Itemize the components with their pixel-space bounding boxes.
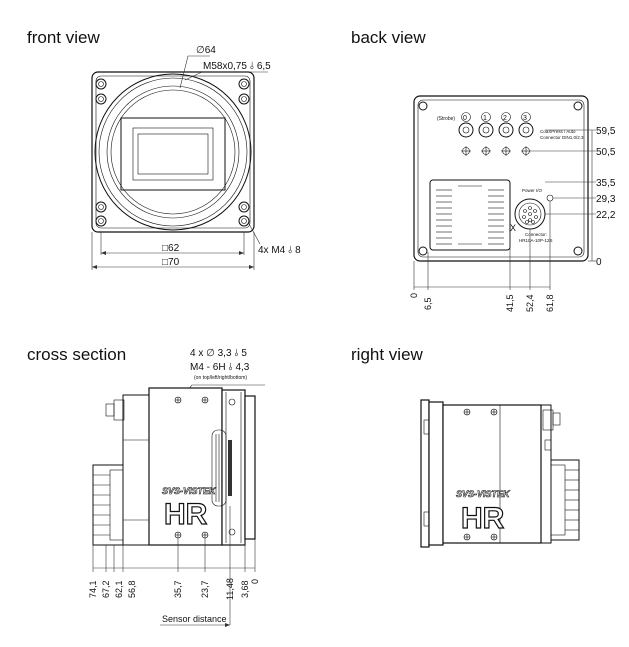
cross-bottom-dim-4: 35,7 (173, 580, 183, 598)
back-connector-1 (478, 122, 494, 138)
right-view-drawing: SVS-VISTEK HR (420, 399, 580, 548)
cross-mount (244, 395, 256, 540)
cross-holes-line-2: M4 - 6H ⫰ 4,3 (190, 362, 250, 373)
front-screw-bottom-left-2 (95, 215, 107, 227)
back-bottom-dim-4: 61,8 (545, 294, 555, 312)
back-bottom-dim-3: 52,4 (525, 294, 535, 312)
cross-section-title: cross section (27, 345, 127, 364)
back-bottom-dim-2: 41,5 (505, 294, 515, 312)
back-conn-caption-2: Connector DIN1.0/2.3 (540, 135, 584, 140)
right-back-plate (540, 404, 552, 544)
back-conn-caption-1: CoaXPress / Auto (540, 129, 576, 134)
cross-bottom-dim-3: 56,8 (127, 580, 137, 598)
back-right-dim-4: 22,2 (596, 210, 616, 221)
right-view-title: right view (351, 345, 423, 364)
cross-bottom-dim-2: 62,1 (114, 580, 124, 598)
cross-sensor-board (211, 429, 227, 507)
cross-bottom-dim-6: 11,48 (225, 578, 235, 600)
front-body-outline (91, 71, 255, 233)
front-screw-bottom-right (238, 201, 250, 213)
front-screw-top-right-2 (238, 93, 250, 105)
back-right-dim-3: 29,3 (596, 194, 616, 205)
cross-bottom-dim-1: 67,2 (101, 580, 111, 598)
cross-section-drawing: 4 x ∅ 3,3 ⫰ 5 M4 - 6H ⫰ 4,3 (on top/left… (88, 348, 265, 627)
front-sensor (132, 127, 214, 181)
front-inner-width-label: □62 (162, 243, 180, 254)
back-conn-number-0: 0 (463, 115, 467, 122)
front-thread-label: M58x0,75 ⫰ 6,5 (203, 61, 271, 72)
front-outer-width-label: □70 (162, 257, 180, 268)
back-view-title: back view (351, 28, 426, 47)
cross-holes-line-1: 4 x ∅ 3,3 ⫰ 5 (190, 348, 247, 359)
back-conn-number-3: 3 (523, 115, 527, 122)
back-right-dim-2: 35,5 (596, 178, 616, 189)
back-body-outline (413, 95, 589, 262)
cross-front-body (221, 389, 246, 546)
cross-bottom-dim-5: 23,7 (200, 580, 210, 598)
front-mount-ring (94, 73, 252, 231)
front-screw-bottom-left (95, 201, 107, 213)
back-strobe-label: (Strobe) (437, 116, 455, 122)
front-view-drawing: ∅64 M58x0,75 ⫰ 6,5 4x M4 ⫰ 8 □62 □70 (91, 45, 301, 270)
back-connector-3 (518, 122, 534, 138)
back-bottom-dim-0: 0 (409, 293, 419, 298)
back-heatsink (429, 179, 511, 251)
back-conn-number-2: 2 (503, 115, 507, 122)
back-connector-2 (498, 122, 514, 138)
back-conn-number-1: 1 (483, 115, 487, 122)
back-view-drawing: 0 1 2 3 (Strobe) CoaXPress / Auto Connec… (409, 95, 616, 312)
right-main-body (442, 404, 542, 544)
cross-model: HR (164, 498, 208, 531)
front-holes-label: 4x M4 ⫰ 8 (258, 245, 301, 256)
front-view-title: front view (27, 28, 100, 47)
cross-back-plate (122, 394, 150, 546)
front-screw-bottom-right-2 (238, 215, 250, 227)
front-screw-top-left (95, 78, 107, 90)
right-brand: SVS-VISTEK (456, 489, 511, 499)
front-sensor-frame (120, 117, 226, 191)
front-screw-top-left-2 (95, 93, 107, 105)
front-diameter-label: ∅64 (196, 45, 216, 56)
right-model: HR (461, 502, 505, 535)
back-power-caption-1: Connector: (525, 232, 547, 237)
cross-bottom-dim-0: 74,1 (88, 580, 98, 598)
back-right-dim-0: 59,5 (596, 126, 616, 137)
cross-bottom-dim-7: 3,68 (240, 580, 250, 598)
sensor-distance-label: Sensor distance (162, 614, 227, 624)
back-right-dim-5: 0 (596, 257, 602, 268)
back-power-label: Power I/O (522, 188, 543, 193)
back-x-mark: X (510, 223, 516, 233)
back-power-caption-2: HR10A-10P-12S (519, 238, 553, 243)
right-mount (420, 399, 430, 548)
cross-main-body (148, 387, 223, 546)
back-connector-0 (458, 122, 474, 138)
cross-holes-line-3: (on top/left/right/bottom) (194, 375, 247, 381)
back-bottom-dim-1: 6,5 (423, 297, 433, 310)
cross-sensor (228, 440, 232, 496)
front-screw-top-right (238, 78, 250, 90)
cross-bottom-dim-8: 0 (250, 579, 260, 584)
back-right-dim-1: 50,5 (596, 147, 616, 158)
cross-brand: SVS-VISTEK (162, 486, 217, 496)
